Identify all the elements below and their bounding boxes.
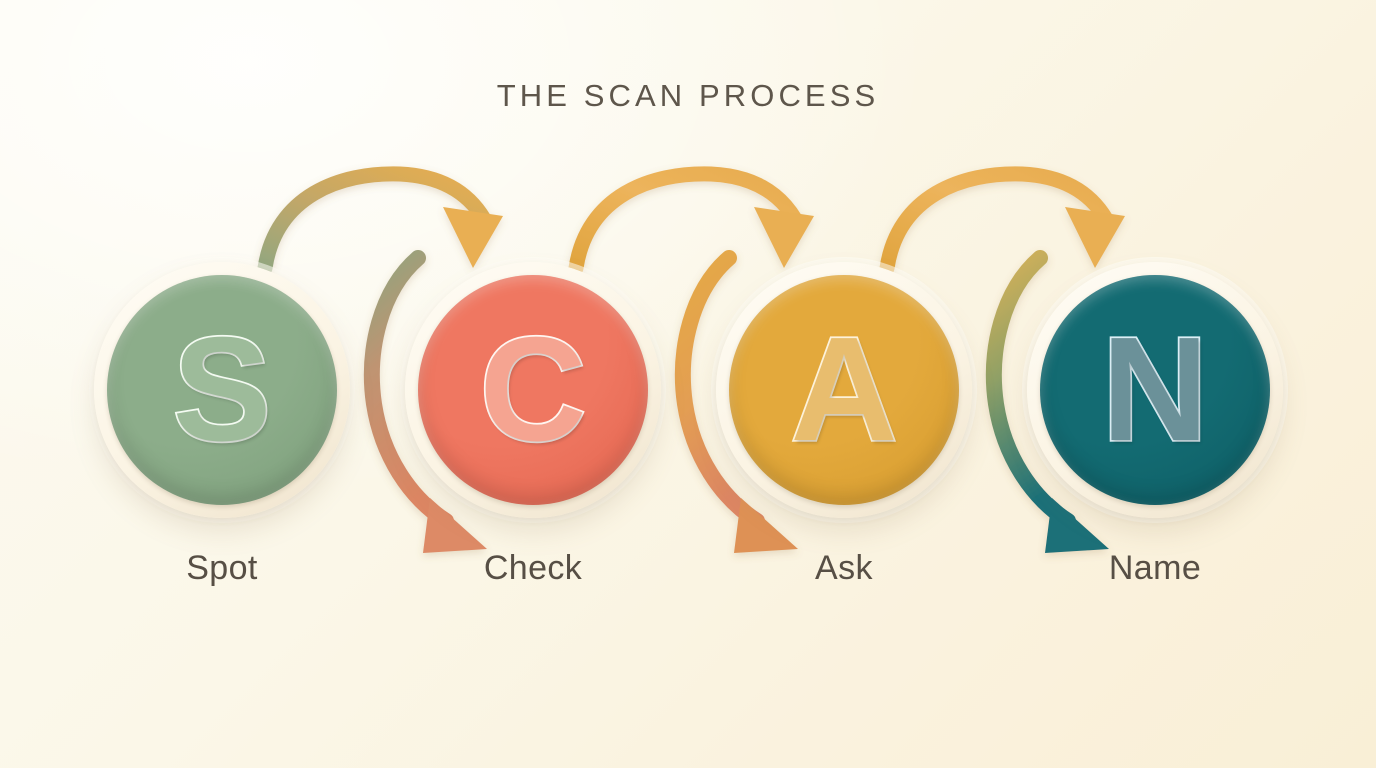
circle-disc: C xyxy=(418,275,648,505)
page-title: THE SCAN PROCESS xyxy=(496,78,880,113)
top-arrow-ask-to-name xyxy=(879,166,1125,276)
step-label-spot: Spot xyxy=(186,549,258,587)
step-letter-a: A xyxy=(789,307,899,472)
step-label-ask: Ask xyxy=(815,549,873,587)
step-circle-ask[interactable]: A xyxy=(716,262,972,518)
step-label-name: Name xyxy=(1108,549,1202,587)
bottom-arrow-into-name xyxy=(985,250,1109,553)
circle-disc: S xyxy=(107,275,337,505)
step-label-check: Check xyxy=(483,549,583,587)
step-circle-spot[interactable]: S xyxy=(94,262,350,518)
step-circle-check[interactable]: C xyxy=(405,262,661,518)
step-letter-n: N xyxy=(1100,307,1210,472)
bottom-arrow-into-check xyxy=(363,250,487,553)
circle-disc: A xyxy=(729,275,959,505)
top-arrow-spot-to-check xyxy=(257,166,503,276)
step-letter-c: C xyxy=(478,307,588,472)
top-arrow-check-to-ask xyxy=(568,166,814,276)
step-letter-s: S xyxy=(171,307,273,472)
step-circle-name[interactable]: N xyxy=(1027,262,1283,518)
circle-disc: N xyxy=(1040,275,1270,505)
bottom-arrow-into-ask xyxy=(674,250,798,553)
